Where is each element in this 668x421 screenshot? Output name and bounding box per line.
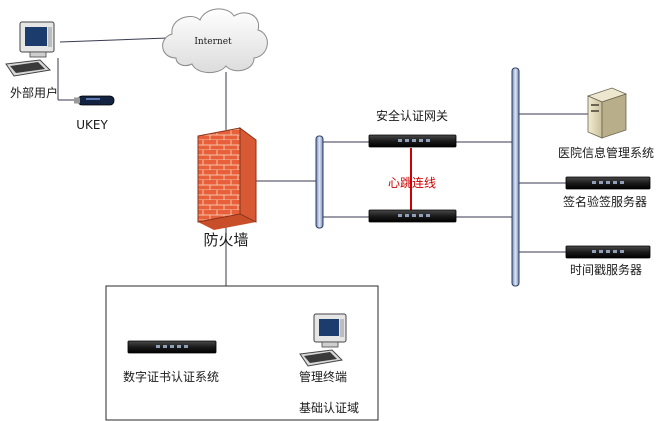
internet-cloud-icon [162,8,268,73]
timestamp-server-label: 时间戳服务器 [570,262,642,277]
ukey-label: UKEY [76,118,108,132]
mgmt-terminal-label: 管理终端 [299,369,347,384]
cert-system-label: 数字证书认证系统 [123,369,219,384]
signature-server-label: 签名验签服务器 [563,194,647,209]
timestamp-server-device [565,245,651,259]
firewall-label: 防火墙 [203,231,248,249]
left-bus [315,135,324,229]
server-tower-icon [586,87,628,139]
gateway-label: 安全认证网关 [376,108,448,123]
gateway-device-2 [368,209,457,223]
base-auth-domain-box [105,285,379,421]
signature-server-device [565,176,651,190]
connections [57,37,588,286]
link-user-internet [59,37,169,43]
base-domain-label: 基础认证域 [299,401,359,415]
his-label: 医院信息管理系统 [558,145,654,160]
external-user-label: 外部用户 [10,85,58,100]
user-computer-icon [5,21,55,77]
gateway-device-1 [368,134,457,148]
internet-label: Internet [194,37,232,47]
mgmt-terminal-icon [299,313,347,367]
firewall-icon [197,127,257,230]
right-bus [511,67,520,287]
ukey-icon [74,95,115,106]
cert-system-device [127,340,217,354]
heartbeat-label: 心跳连线 [388,175,436,190]
